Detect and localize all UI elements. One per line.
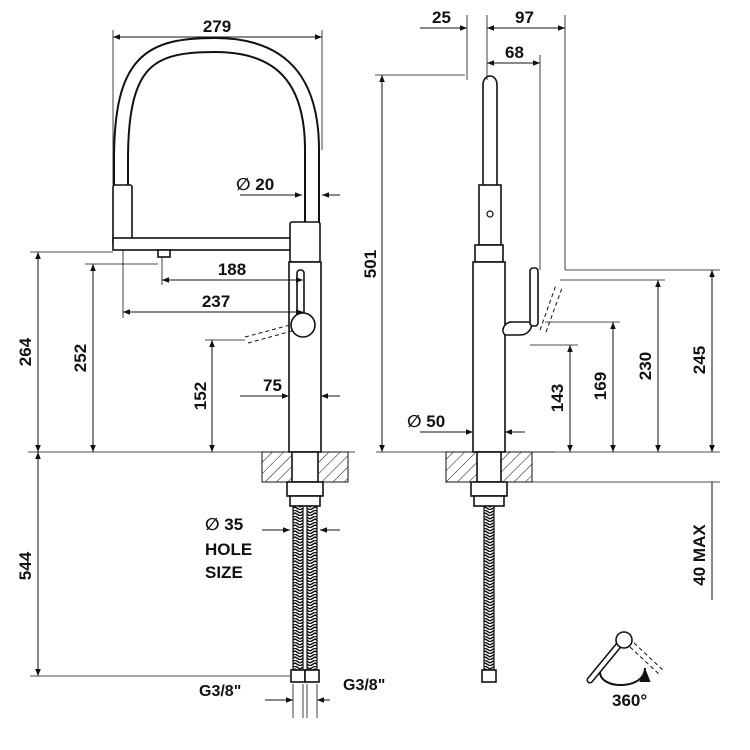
spout-arm bbox=[112, 237, 294, 251]
lever-knob-side bbox=[502, 321, 533, 336]
dim-hole-diameter: ∅ 35 bbox=[205, 515, 243, 534]
dim-501: 501 bbox=[361, 250, 380, 278]
hole-label-line2: SIZE bbox=[205, 563, 243, 582]
dim-544: 544 bbox=[16, 551, 35, 580]
faucet-body-front bbox=[288, 261, 322, 453]
lever-front bbox=[296, 269, 305, 316]
washer-front bbox=[289, 495, 321, 507]
dim-40-max: 40 MAX bbox=[690, 524, 709, 586]
dim-188: 188 bbox=[218, 260, 246, 279]
lever-alt-side bbox=[539, 284, 563, 333]
rotation-pivot bbox=[615, 631, 633, 649]
dim-152: 152 bbox=[191, 382, 210, 410]
dim-75: 75 bbox=[263, 376, 282, 395]
dim-237: 237 bbox=[202, 292, 230, 311]
thread-left-label: G3/8" bbox=[199, 683, 241, 700]
dim-245: 245 bbox=[690, 346, 709, 374]
gooseneck-hose bbox=[115, 38, 318, 230]
spray-head bbox=[112, 184, 133, 246]
rotation-arrow-icon bbox=[599, 667, 651, 686]
dim-143: 143 bbox=[548, 384, 567, 412]
dim-hose-diameter: ∅ 20 bbox=[236, 175, 274, 194]
shank-side bbox=[476, 451, 502, 483]
faucet-body-side bbox=[472, 261, 506, 453]
spray-button bbox=[486, 210, 494, 218]
hose-fitting-right bbox=[304, 669, 320, 683]
dim-169: 169 bbox=[591, 372, 610, 400]
side-view: 25 97 68 501 ∅ 50 143 169 230 245 40 bbox=[361, 8, 720, 683]
dim-264: 264 bbox=[16, 337, 35, 366]
supply-hose-right bbox=[306, 505, 318, 677]
dim-25: 25 bbox=[432, 8, 451, 27]
lever-knob-front bbox=[290, 312, 316, 338]
rotation-symbol: 360° bbox=[586, 631, 665, 710]
dim-230: 230 bbox=[636, 352, 655, 380]
lever-side bbox=[529, 267, 539, 327]
supply-hose-side bbox=[483, 505, 495, 677]
dim-body-diameter: ∅ 50 bbox=[407, 412, 445, 431]
collar-side bbox=[474, 244, 504, 263]
hose-fitting-left bbox=[290, 669, 306, 683]
dim-252: 252 bbox=[71, 344, 90, 372]
gooseneck-side bbox=[482, 75, 498, 190]
dim-279: 279 bbox=[203, 17, 231, 36]
thread-right-label: G3/8" bbox=[343, 677, 385, 694]
shank-front bbox=[291, 451, 319, 483]
supply-hose-left bbox=[292, 505, 304, 677]
nut-front bbox=[286, 481, 324, 497]
front-view: 279 ∅ 20 188 237 264 252 152 75 ∅ 35 bbox=[16, 17, 385, 718]
washer-side bbox=[473, 495, 505, 507]
rotation-label: 360° bbox=[612, 691, 647, 710]
body-collar bbox=[289, 221, 321, 263]
hole-label-line1: HOLE bbox=[205, 540, 252, 559]
nut-side bbox=[470, 481, 508, 497]
lever-alt-position bbox=[244, 324, 293, 344]
dim-97: 97 bbox=[515, 8, 534, 27]
spout-nozzle bbox=[157, 249, 171, 258]
dim-68: 68 bbox=[505, 43, 524, 62]
hose-fitting-side bbox=[481, 669, 497, 683]
